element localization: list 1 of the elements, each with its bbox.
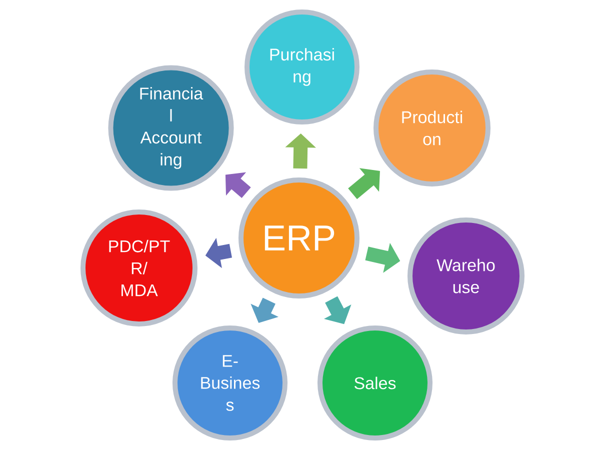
block-arrow — [348, 168, 380, 200]
